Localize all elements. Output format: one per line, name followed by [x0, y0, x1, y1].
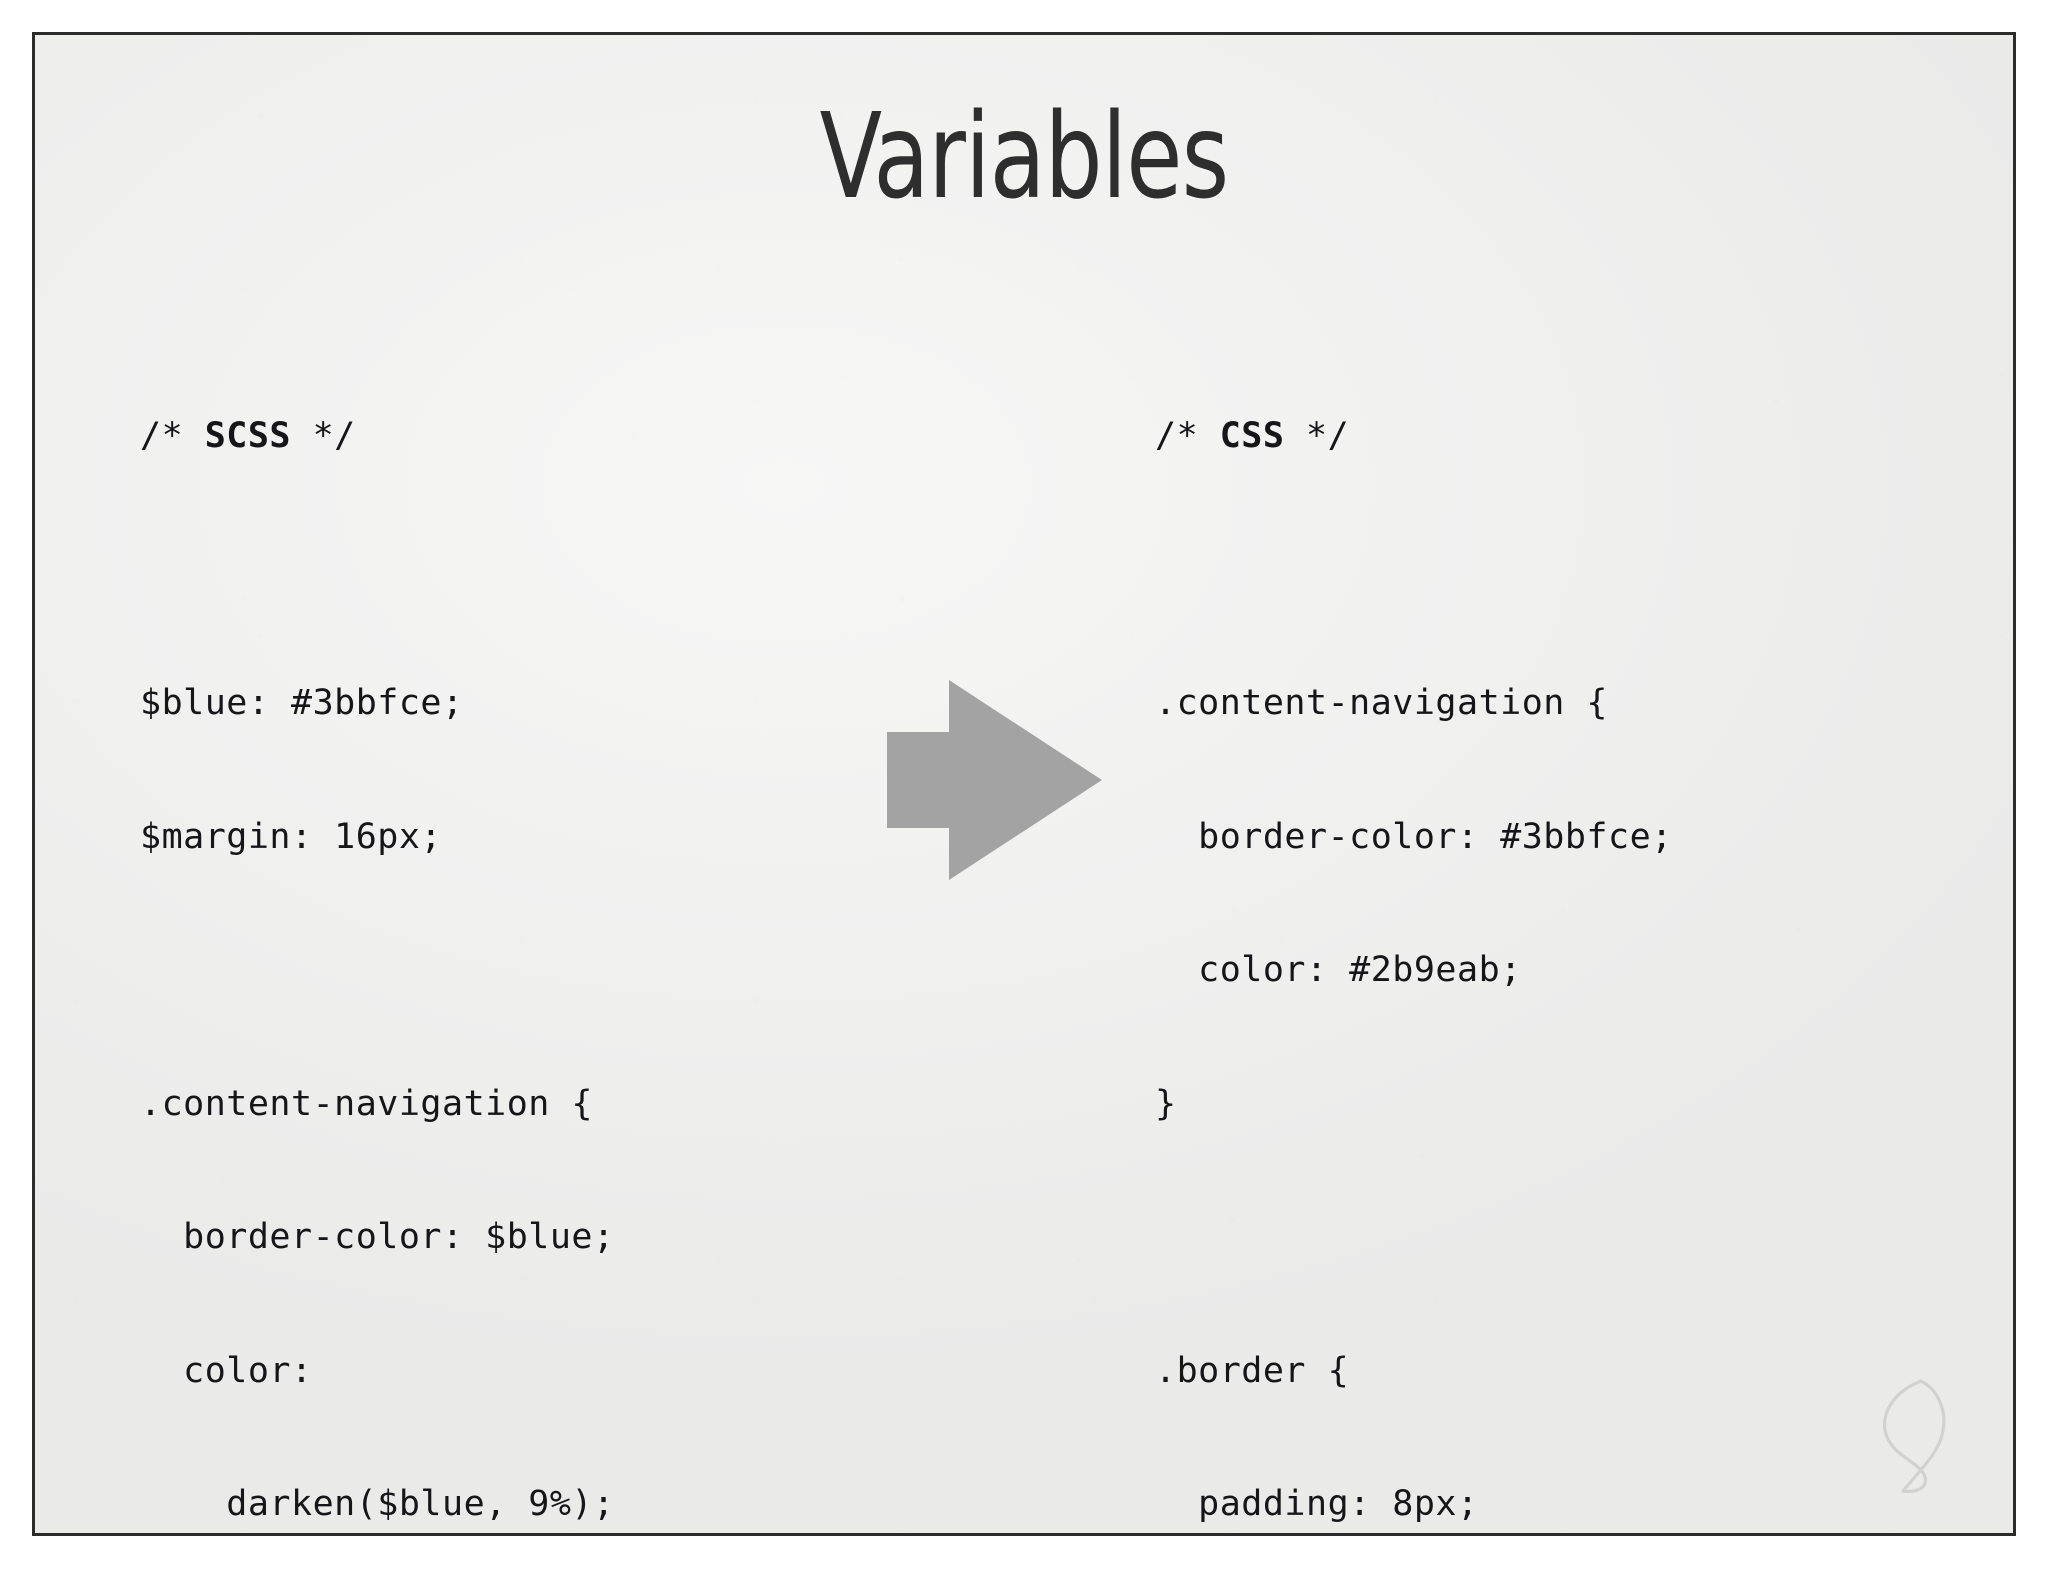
slide-content: Variables /* SCSS */ $blue: #3bbfce; $ma… — [35, 35, 2013, 1533]
comment-open-token: /* — [140, 416, 205, 456]
code-line: color: — [140, 1350, 313, 1391]
comment-close-token: */ — [291, 416, 356, 456]
code-line: .content-navigation { — [140, 1083, 594, 1124]
slide-frame: Variables /* SCSS */ $blue: #3bbfce; $ma… — [32, 32, 2016, 1536]
code-blank-line — [1155, 548, 1673, 593]
code-line: border-color: #3bbfce; — [1155, 816, 1673, 857]
comment-label-css: CSS — [1219, 416, 1285, 456]
css-comment-header: /* CSS */ — [1155, 414, 1673, 459]
right-arrow-icon — [887, 680, 1102, 880]
page-title: Variables — [819, 87, 1230, 225]
code-line: } — [1155, 1083, 1177, 1124]
scss-comment-header: /* SCSS */ — [140, 414, 636, 459]
css-code-block: /* CSS */ .content-navigation { border-c… — [1155, 325, 1673, 1533]
code-line: .content-navigation { — [1155, 683, 1609, 723]
comment-open-token: /* — [1155, 416, 1220, 456]
code-line: $margin: 16px; — [140, 816, 443, 857]
code-line: $blue: #3bbfce; — [140, 683, 464, 723]
code-line: darken($blue, 9%); — [140, 1484, 615, 1524]
code-line: color: #2b9eab; — [1155, 950, 1522, 990]
code-blank-line — [140, 548, 636, 593]
code-blank-line — [1155, 1215, 1673, 1260]
code-line: border-color: $blue; — [140, 1217, 615, 1257]
sass-logo-icon — [1851, 1371, 1971, 1501]
scss-code-block: /* SCSS */ $blue: #3bbfce; $margin: 16px… — [140, 325, 636, 1533]
code-blank-line — [140, 948, 636, 993]
code-line: padding: 8px; — [1155, 1484, 1479, 1524]
comment-label-scss: SCSS — [204, 416, 292, 456]
code-line: .border { — [1155, 1350, 1350, 1391]
comment-close-token: */ — [1284, 416, 1350, 456]
